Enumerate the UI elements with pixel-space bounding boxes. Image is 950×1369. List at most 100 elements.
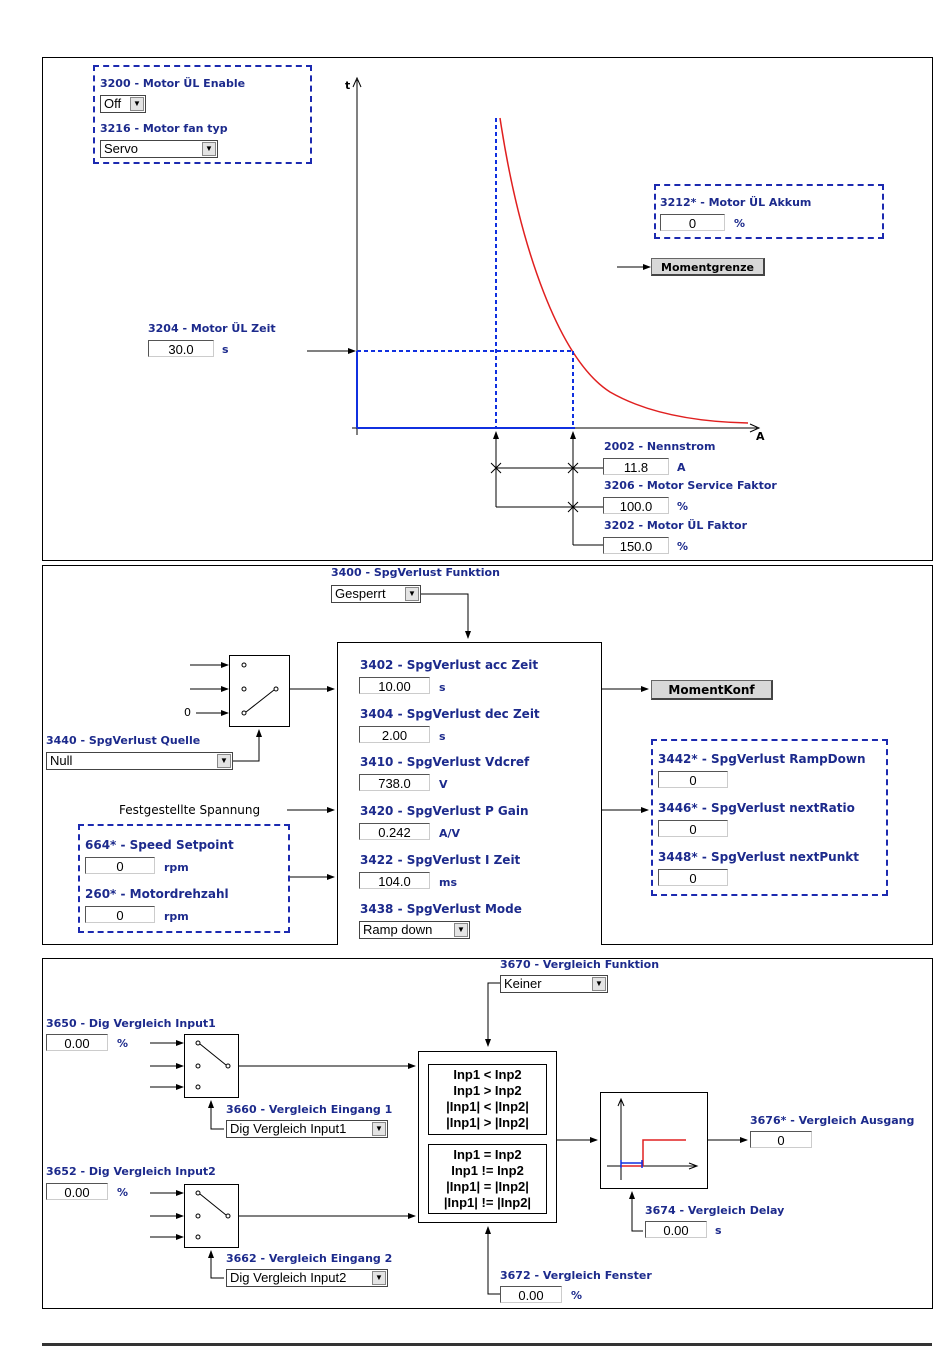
spg-output-group <box>651 739 888 896</box>
compare-gt: Inp1 > Inp2 <box>453 1083 522 1098</box>
compare-abs-lt: |Inp1| < |Inp2| <box>446 1099 529 1114</box>
service-faktor-field[interactable]: 100.0 <box>603 497 669 514</box>
eingang1-value: Dig Vergleich Input1 <box>230 1121 347 1136</box>
service-faktor-label: 3206 - Motor Service Faktor <box>604 479 777 492</box>
delay-field[interactable]: 0.00 <box>645 1221 707 1238</box>
compare-lt: Inp1 < Inp2 <box>453 1067 522 1082</box>
motordrehzahl-field: 0 <box>85 906 155 923</box>
input1-unit: % <box>117 1037 129 1050</box>
mode-label: 3438 - SpgVerlust Mode <box>360 902 522 916</box>
momentkonf-button[interactable]: MomentKonf <box>651 680 773 700</box>
rampdown-label: 3442* - SpgVerlust RampDown <box>658 752 866 766</box>
momentgrenze-button[interactable]: Momentgrenze <box>651 258 765 276</box>
ausgang-field: 0 <box>750 1131 812 1148</box>
fenster-label: 3672 - Vergleich Fenster <box>500 1269 652 1282</box>
nennstrom-label: 2002 - Nennstrom <box>604 440 716 453</box>
next-ratio-label: 3446* - SpgVerlust nextRatio <box>658 801 855 815</box>
chevron-down-icon: ▼ <box>405 587 419 601</box>
p-gain-unit: A/V <box>439 827 461 840</box>
motor-ul-enable-label: 3200 - Motor ÜL Enable <box>100 77 246 90</box>
spg-quelle-label: 3440 - SpgVerlust Quelle <box>46 734 201 747</box>
motor-ul-akkum-unit: % <box>734 217 746 230</box>
delay-label: 3674 - Vergleich Delay <box>645 1204 785 1217</box>
eingang2-label: 3662 - Vergleich Eingang 2 <box>226 1252 393 1265</box>
compare-group2-box <box>428 1144 547 1214</box>
motor-fan-typ-select[interactable]: Servo ▼ <box>100 140 218 158</box>
motor-ul-zeit-unit: s <box>222 343 229 356</box>
fenster-field[interactable]: 0.00 <box>500 1286 562 1303</box>
i-zeit-field[interactable]: 104.0 <box>359 872 430 889</box>
page-bottom-rule <box>42 1343 932 1346</box>
eingang1-select[interactable]: Dig Vergleich Input1 ▼ <box>226 1120 388 1138</box>
axis-t-label: t <box>345 79 351 92</box>
motor-ul-akkum-label: 3212* - Motor ÜL Akkum <box>660 196 812 209</box>
acc-zeit-field[interactable]: 10.00 <box>359 677 430 694</box>
compare-eq: Inp1 = Inp2 <box>453 1147 522 1162</box>
enable-group <box>93 65 312 164</box>
delay-unit: s <box>715 1224 722 1237</box>
next-punkt-field: 0 <box>658 869 728 886</box>
chevron-down-icon: ▼ <box>202 142 216 156</box>
ausgang-label: 3676* - Vergleich Ausgang <box>750 1114 915 1127</box>
vergleich-funktion-label: 3670 - Vergleich Funktion <box>500 958 660 971</box>
source-switch-block <box>229 655 290 727</box>
input1-field[interactable]: 0.00 <box>46 1034 108 1051</box>
akkum-group <box>654 184 884 239</box>
chevron-down-icon: ▼ <box>454 923 468 937</box>
input2-label: 3652 - Dig Vergleich Input2 <box>46 1165 216 1178</box>
axis-a-label: A <box>756 430 765 443</box>
switch1-block <box>184 1034 239 1098</box>
motor-ul-zeit-field[interactable]: 30.0 <box>148 340 214 357</box>
chevron-down-icon: ▼ <box>372 1122 386 1136</box>
vdcref-field[interactable]: 738.0 <box>359 774 430 791</box>
eingang2-select[interactable]: Dig Vergleich Input2 ▼ <box>226 1269 388 1287</box>
dec-zeit-label: 3404 - SpgVerlust dec Zeit <box>360 707 540 721</box>
motor-ul-zeit-label: 3204 - Motor ÜL Zeit <box>148 322 276 335</box>
chevron-down-icon: ▼ <box>130 97 144 111</box>
p-gain-field[interactable]: 0.242 <box>359 823 430 840</box>
delay-block <box>600 1092 708 1189</box>
speed-group <box>78 824 290 933</box>
spg-funktion-label: 3400 - SpgVerlust Funktion <box>331 566 500 579</box>
spg-quelle-value: Null <box>50 753 73 768</box>
nennstrom-unit: A <box>677 461 686 474</box>
ul-faktor-label: 3202 - Motor ÜL Faktor <box>604 519 748 532</box>
speed-setpoint-unit: rpm <box>164 861 189 874</box>
rampdown-field: 0 <box>658 771 728 788</box>
service-faktor-unit: % <box>677 500 689 513</box>
motordrehzahl-label: 260* - Motordrehzahl <box>85 887 229 901</box>
spg-funktion-value: Gesperrt <box>335 586 386 601</box>
ul-faktor-unit: % <box>677 540 689 553</box>
switch2-block <box>184 1184 239 1248</box>
nennstrom-field[interactable]: 11.8 <box>603 458 669 475</box>
acc-zeit-unit: s <box>439 681 446 694</box>
motordrehzahl-unit: rpm <box>164 910 189 923</box>
spg-funktion-select[interactable]: Gesperrt ▼ <box>331 585 421 603</box>
mode-select[interactable]: Ramp down ▼ <box>359 921 470 939</box>
compare-abs-neq: |Inp1| != |Inp2| <box>443 1195 532 1210</box>
fenster-unit: % <box>571 1289 583 1302</box>
compare-abs-eq: |Inp1| = |Inp2| <box>446 1179 529 1194</box>
p-gain-label: 3420 - SpgVerlust P Gain <box>360 804 529 818</box>
dec-zeit-field[interactable]: 2.00 <box>359 726 430 743</box>
vdcref-label: 3410 - SpgVerlust Vdcref <box>360 755 530 769</box>
chevron-down-icon: ▼ <box>217 754 231 768</box>
spg-quelle-select[interactable]: Null ▼ <box>46 752 233 770</box>
vdcref-unit: V <box>439 778 448 791</box>
speed-setpoint-label: 664* - Speed Setpoint <box>85 838 234 852</box>
ul-faktor-field[interactable]: 150.0 <box>603 537 669 554</box>
acc-zeit-label: 3402 - SpgVerlust acc Zeit <box>360 658 539 672</box>
i-zeit-unit: ms <box>439 876 458 889</box>
i-zeit-label: 3422 - SpgVerlust I Zeit <box>360 853 521 867</box>
input1-label: 3650 - Dig Vergleich Input1 <box>46 1017 216 1030</box>
compare-abs-gt: |Inp1| > |Inp2| <box>446 1115 529 1130</box>
motor-ul-enable-select[interactable]: Off ▼ <box>100 95 146 113</box>
eingang1-label: 3660 - Vergleich Eingang 1 <box>226 1103 393 1116</box>
vergleich-funktion-select[interactable]: Keiner ▼ <box>500 975 608 993</box>
motor-ul-akkum-field: 0 <box>660 214 725 231</box>
input2-field[interactable]: 0.00 <box>46 1183 108 1200</box>
festgestellte-spannung-label: Festgestellte Spannung <box>119 803 261 817</box>
motor-ul-enable-value: Off <box>104 96 122 111</box>
next-punkt-label: 3448* - SpgVerlust nextPunkt <box>658 850 859 864</box>
motor-fan-typ-label: 3216 - Motor fan typ <box>100 122 228 135</box>
